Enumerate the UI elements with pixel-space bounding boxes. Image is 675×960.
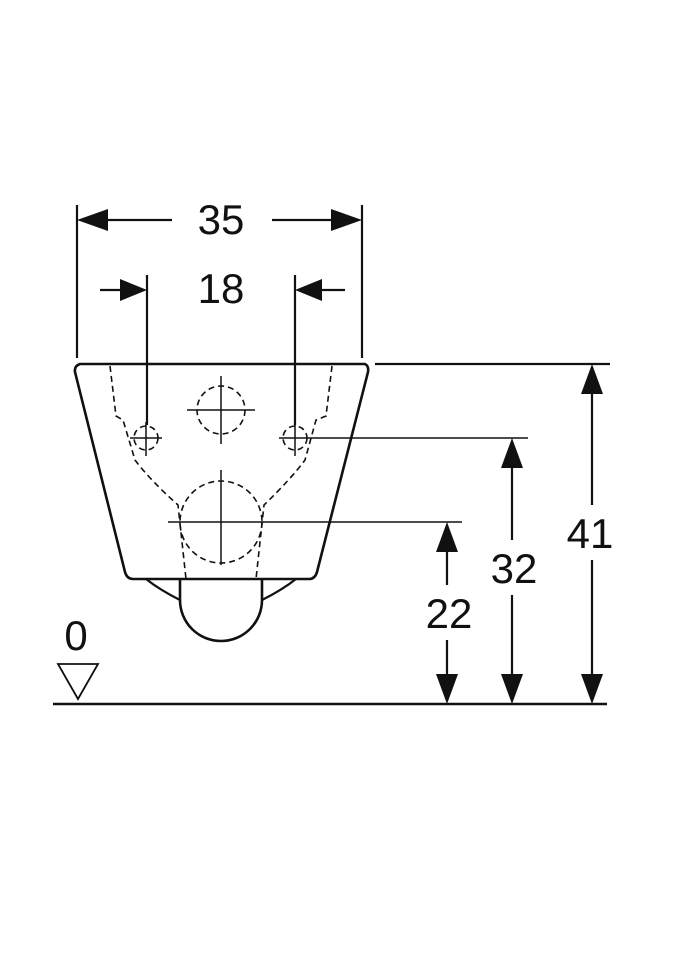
fixing-distance-label: 18 <box>198 265 245 312</box>
height-dimensions <box>375 362 610 704</box>
wc-bowl-outline <box>73 362 370 643</box>
floor-level-triangle-icon <box>56 663 100 701</box>
fixing-height-label: 32 <box>491 545 538 592</box>
centerlines <box>130 376 528 565</box>
floor-level-label: 0 <box>64 612 87 659</box>
fixing-dimension <box>100 275 345 425</box>
outlet-height-label: 22 <box>426 590 473 637</box>
width-dimension <box>75 205 364 358</box>
width-label: 35 <box>198 196 245 243</box>
total-height-label: 41 <box>567 510 614 557</box>
